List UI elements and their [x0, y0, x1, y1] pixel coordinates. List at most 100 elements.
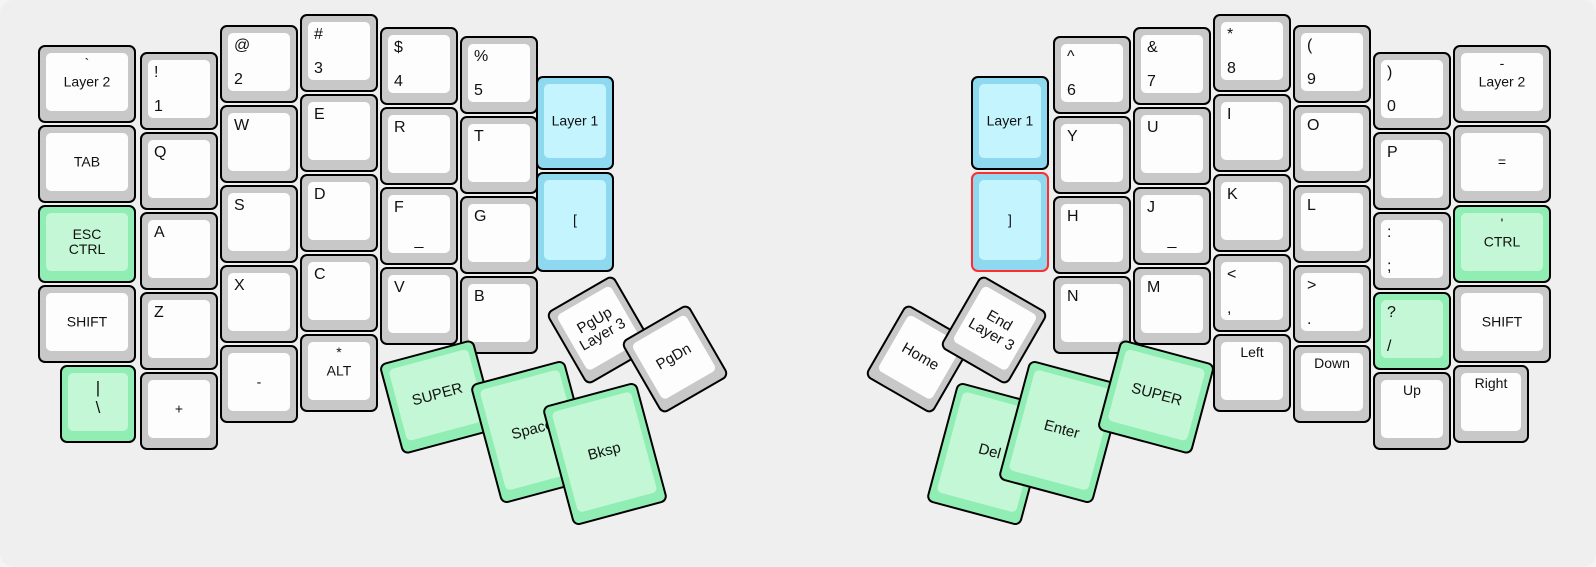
- key-l-grave-layer2[interactable]: `Layer 2: [38, 45, 136, 123]
- key-cap: X: [228, 273, 290, 331]
- key-r-minus-layer2[interactable]: -Layer 2: [1453, 45, 1551, 123]
- key-r-9[interactable]: (9: [1293, 25, 1371, 103]
- key-label-l-bksp: Bksp: [586, 438, 623, 465]
- key-l-e[interactable]: E: [300, 94, 378, 172]
- key-cap: U: [1141, 115, 1203, 173]
- key-l-x[interactable]: X: [220, 265, 298, 343]
- key-r-j[interactable]: J_: [1133, 187, 1211, 265]
- key-r-shift[interactable]: SHIFT: [1453, 285, 1551, 363]
- key-legend-upper: ^: [1067, 48, 1075, 65]
- key-l-q[interactable]: Q: [140, 132, 218, 210]
- key-r-l[interactable]: L: [1293, 185, 1371, 263]
- key-legend-lower: ,: [1227, 299, 1232, 317]
- key-legend-main: Up: [1403, 382, 1421, 398]
- key-cap: $4: [388, 35, 450, 93]
- key-l-5[interactable]: %5: [460, 36, 538, 114]
- key-legend-lower: 2: [234, 70, 243, 88]
- key-cap: H: [1061, 204, 1123, 262]
- key-l-v[interactable]: V: [380, 267, 458, 345]
- key-r-slash[interactable]: ?/: [1373, 292, 1451, 370]
- key-legend-upper: T: [474, 128, 484, 145]
- key-legend-upper: G: [474, 208, 487, 225]
- key-l-c[interactable]: C: [300, 254, 378, 332]
- key-l-lbracket[interactable]: [: [536, 172, 614, 272]
- key-legend-upper: H: [1067, 208, 1079, 225]
- key-cap: W: [228, 113, 290, 171]
- key-legend-main: =: [1497, 153, 1507, 170]
- key-cap: )0: [1381, 60, 1443, 118]
- key-l-w[interactable]: W: [220, 105, 298, 183]
- key-cap: *8: [1221, 22, 1283, 80]
- key-l-star-alt[interactable]: *ALT: [300, 334, 378, 412]
- key-r-h[interactable]: H: [1053, 196, 1131, 274]
- key-l-shift[interactable]: SHIFT: [38, 285, 136, 363]
- key-l-g[interactable]: G: [460, 196, 538, 274]
- key-r-o[interactable]: O: [1293, 105, 1371, 183]
- key-r-i[interactable]: I: [1213, 94, 1291, 172]
- key-r-rbracket[interactable]: ]: [971, 172, 1049, 272]
- key-r-0[interactable]: )0: [1373, 52, 1451, 130]
- key-l-z[interactable]: Z: [140, 292, 218, 370]
- key-r-comma[interactable]: <,: [1213, 254, 1291, 332]
- key-r-u[interactable]: U: [1133, 107, 1211, 185]
- key-legend-upper: A: [154, 224, 165, 241]
- key-l-d[interactable]: D: [300, 174, 378, 252]
- key-l-2[interactable]: @2: [220, 25, 298, 103]
- key-r-n[interactable]: N: [1053, 276, 1131, 354]
- key-r-left[interactable]: Left: [1213, 334, 1291, 412]
- key-l-f[interactable]: F_: [380, 187, 458, 265]
- key-legend-upper: X: [234, 277, 245, 294]
- key-legend-lower: /: [1387, 337, 1392, 355]
- key-legend-upper: W: [234, 117, 250, 134]
- key-cap: #3: [308, 22, 370, 80]
- key-legend-upper: *: [336, 344, 342, 360]
- key-cap: (9: [1301, 33, 1363, 91]
- key-r-m[interactable]: M: [1133, 267, 1211, 345]
- key-legend-upper: :: [1387, 224, 1392, 241]
- key-l-s[interactable]: S: [220, 185, 298, 263]
- key-cap: Enter: [1008, 369, 1115, 491]
- key-legend-upper: O: [1307, 117, 1320, 134]
- key-r-8[interactable]: *8: [1213, 14, 1291, 92]
- key-legend-upper: ): [1387, 64, 1393, 81]
- key-l-tab[interactable]: TAB: [38, 125, 136, 203]
- key-r-quote-ctrl[interactable]: 'CTRL: [1453, 205, 1551, 283]
- key-legend-main: TAB: [73, 153, 101, 170]
- key-r-down[interactable]: Down: [1293, 345, 1371, 423]
- key-legend-upper: D: [314, 186, 326, 203]
- key-r-up[interactable]: Up: [1373, 372, 1451, 450]
- key-r-period[interactable]: >.: [1293, 265, 1371, 343]
- key-l-b[interactable]: B: [460, 276, 538, 354]
- key-r-6[interactable]: ^6: [1053, 36, 1131, 114]
- key-cap: A: [148, 220, 210, 278]
- key-cap: ]: [979, 180, 1041, 260]
- key-l-minus[interactable]: -: [220, 345, 298, 423]
- key-l-t[interactable]: T: [460, 116, 538, 194]
- key-legend-upper: &: [1147, 39, 1158, 56]
- key-legend-upper: L: [1307, 197, 1316, 214]
- key-l-r[interactable]: R: [380, 107, 458, 185]
- key-cap: N: [1061, 284, 1123, 342]
- key-l-4[interactable]: $4: [380, 27, 458, 105]
- key-r-layer1[interactable]: Layer 1: [971, 76, 1049, 170]
- key-r-semicolon[interactable]: :;: [1373, 212, 1451, 290]
- key-cap: @2: [228, 33, 290, 91]
- key-l-layer1[interactable]: Layer 1: [536, 76, 614, 170]
- key-l-plus[interactable]: +: [140, 372, 218, 450]
- key-l-pipe-backslash[interactable]: |\: [60, 365, 136, 443]
- key-r-k[interactable]: K: [1213, 174, 1291, 252]
- key-legend-upper: E: [314, 106, 325, 123]
- key-r-equals[interactable]: =: [1453, 125, 1551, 203]
- key-r-7[interactable]: &7: [1133, 27, 1211, 105]
- key-l-esc-ctrl[interactable]: ESC CTRL: [38, 205, 136, 283]
- key-legend-upper: R: [394, 119, 406, 136]
- key-r-right[interactable]: Right: [1453, 365, 1529, 443]
- key-cap: G: [468, 204, 530, 262]
- key-r-p[interactable]: P: [1373, 132, 1451, 210]
- key-l-1[interactable]: !1: [140, 52, 218, 130]
- key-l-a[interactable]: A: [140, 212, 218, 290]
- key-l-3[interactable]: #3: [300, 14, 378, 92]
- key-r-y[interactable]: Y: [1053, 116, 1131, 194]
- key-legend-upper: $: [394, 39, 403, 56]
- key-legend-upper: I: [1227, 106, 1232, 123]
